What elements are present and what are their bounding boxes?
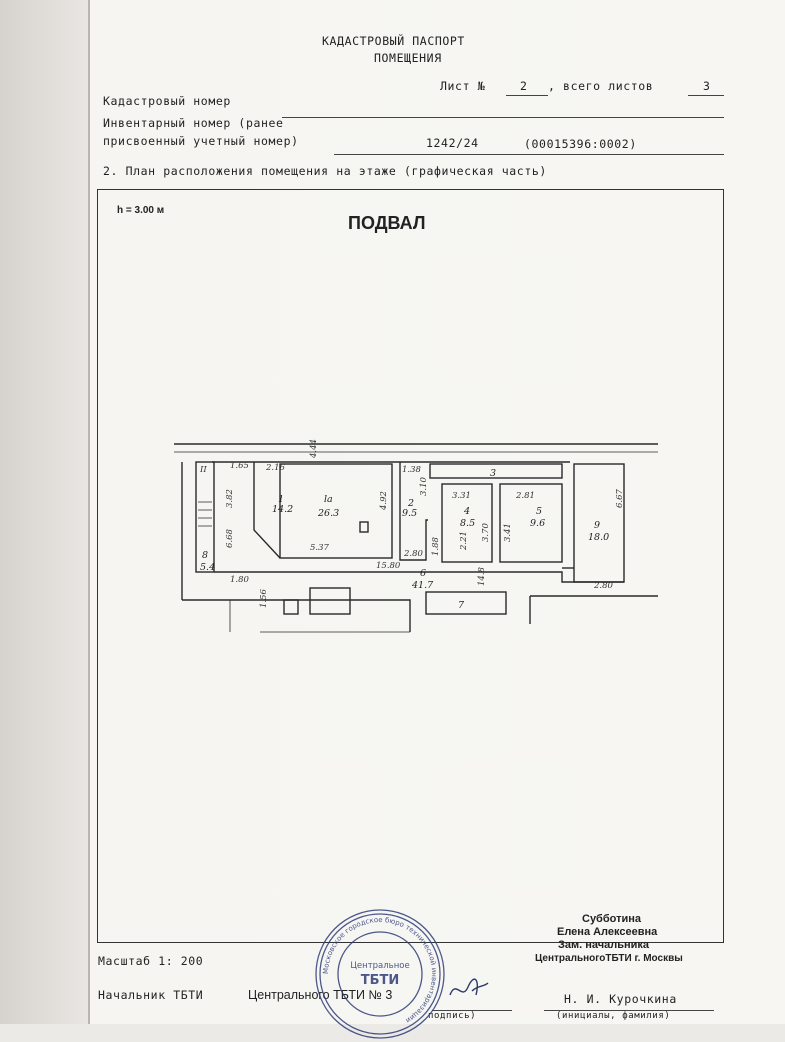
official-stamp: Московское городское бюро технической ин… (315, 909, 445, 1039)
bottom-block-b (283, 599, 299, 615)
room-la-outline (279, 463, 393, 559)
room-1-number: 1 (278, 494, 284, 505)
wall-lower (229, 600, 410, 633)
signer2-underline (544, 1010, 714, 1011)
stamp-center-line2: ТБТИ (361, 973, 400, 988)
dim-1-88: 1.88 (431, 536, 441, 556)
stair-mark: II (199, 465, 207, 475)
room-4-outline (441, 483, 493, 563)
ceiling-height: h = 3.00 м (117, 205, 165, 216)
room-6-area: 41.7 (411, 580, 434, 591)
wall-bottom-right (350, 595, 658, 632)
chief-label: Начальник ТБТИ (98, 988, 204, 1002)
room-1-wall (253, 462, 281, 559)
dim-2-81: 2.81 (515, 491, 535, 501)
sheets-total: 3 (703, 79, 711, 93)
room-3-outline (429, 463, 563, 479)
dim-1-56: 1.56 (259, 588, 269, 608)
sheet-number-underline (506, 95, 548, 96)
signer2-name: Н. И. Курочкина (564, 992, 677, 1006)
sheets-total-underline (688, 95, 724, 96)
inventory-underline (334, 154, 724, 155)
stamp-center-line1: Центральное (350, 961, 409, 971)
section-title: 2. План расположения помещения на этаже … (103, 164, 547, 178)
inventory-value: 1242/24 (426, 136, 479, 150)
signature-mark (449, 978, 489, 996)
room-8-area: 5.4 (200, 562, 215, 573)
inventory-code: (00015396:0002) (524, 137, 637, 151)
title-line-1: КАДАСТРОВЫЙ ПАСПОРТ (322, 34, 465, 48)
bottom-block-a (309, 587, 351, 615)
dim-1-38: 1.38 (402, 465, 422, 475)
dim-2-80-b: 2.80 (593, 581, 614, 591)
dim-3-70: 3.70 (481, 522, 491, 542)
signer1-line3: Зам. начальника (558, 939, 650, 951)
dim-15-80: 15.80 (376, 561, 401, 571)
room-7-outline (425, 591, 507, 615)
room-9-number: 9 (594, 520, 600, 531)
dim-3-10: 3.10 (419, 476, 429, 496)
floor-title: ПОДВАЛ (348, 213, 426, 233)
dim-2-21: 2.21 (459, 531, 469, 551)
plan-frame (97, 189, 724, 943)
signer1-line2: Елена Алексеевна (557, 926, 658, 938)
room-la-number: la (324, 494, 333, 505)
scale-label: Масштаб 1: 200 (98, 954, 204, 968)
initials-caption: (инициалы, фамилия) (556, 1011, 671, 1021)
signer1-line1: Субботина (582, 913, 642, 925)
room-la-area: 26.3 (317, 508, 339, 519)
room-2-wall (399, 462, 428, 561)
room-5-area: 9.6 (530, 518, 545, 529)
room-7-number: 7 (458, 600, 465, 611)
dim-5-37: 5.37 (310, 543, 330, 553)
stair-steps (198, 501, 212, 527)
room-la-column (359, 521, 369, 533)
dim-4-92: 4.92 (379, 491, 389, 511)
room-9-area: 18.0 (588, 532, 609, 543)
room-3-number: 3 (490, 468, 496, 479)
dim-6-68: 6.68 (225, 528, 235, 548)
dim-14-8: 14.8 (477, 566, 487, 586)
cadastral-underline (282, 117, 724, 118)
signature-underline (432, 1010, 512, 1011)
dim-3-31: 3.31 (452, 491, 471, 501)
sheet-number: 2 (520, 79, 528, 93)
room-1-area: 14.2 (272, 504, 293, 515)
dim-2-16: 2.16 (265, 463, 286, 473)
dim-3-82: 3.82 (225, 489, 235, 508)
title-line-2: ПОМЕЩЕНИЯ (374, 51, 442, 65)
room-5-number: 5 (536, 506, 542, 517)
dim-4-44: 4.44 (309, 439, 319, 459)
dim-1-65: 1.65 (230, 461, 249, 471)
signature-caption: подпись) (428, 1011, 477, 1021)
floor-plan: II 1.65 2.16 3.82 6.68 4.92 5.37 1.38 3.… (174, 439, 658, 633)
dim-3-41: 3.41 (503, 523, 513, 542)
room-5-outline (499, 483, 563, 563)
sheet-label: Лист № (440, 79, 486, 93)
signer1-line4: ЦентральногоТБТИ г. Москвы (535, 953, 683, 964)
bti-name: Центрального ТБТИ № 3 (248, 988, 393, 1002)
room-2-number: 2 (407, 498, 414, 509)
room-8-number: 8 (202, 550, 208, 561)
corridor-6-wall (214, 571, 624, 583)
dim-6-67: 6.67 (615, 488, 625, 508)
sheets-total-label: , всего листов (548, 79, 654, 93)
page-fold (88, 0, 90, 1024)
room-4-area: 8.5 (460, 518, 475, 529)
room-2-area: 9.5 (402, 508, 417, 519)
cadastral-label: Кадастровый номер (103, 94, 231, 108)
stair-block (195, 461, 215, 573)
dim-1-80: 1.80 (230, 575, 250, 585)
dim-2-80-a: 2.80 (403, 549, 424, 559)
inventory-label-1: Инвентарный номер (ранее (103, 116, 284, 130)
inventory-label-2: присвоенный учетный номер) (103, 134, 299, 148)
room-4-number: 4 (463, 506, 470, 517)
room-6-number: 6 (420, 568, 426, 579)
page-fold-shadow (0, 0, 90, 1024)
